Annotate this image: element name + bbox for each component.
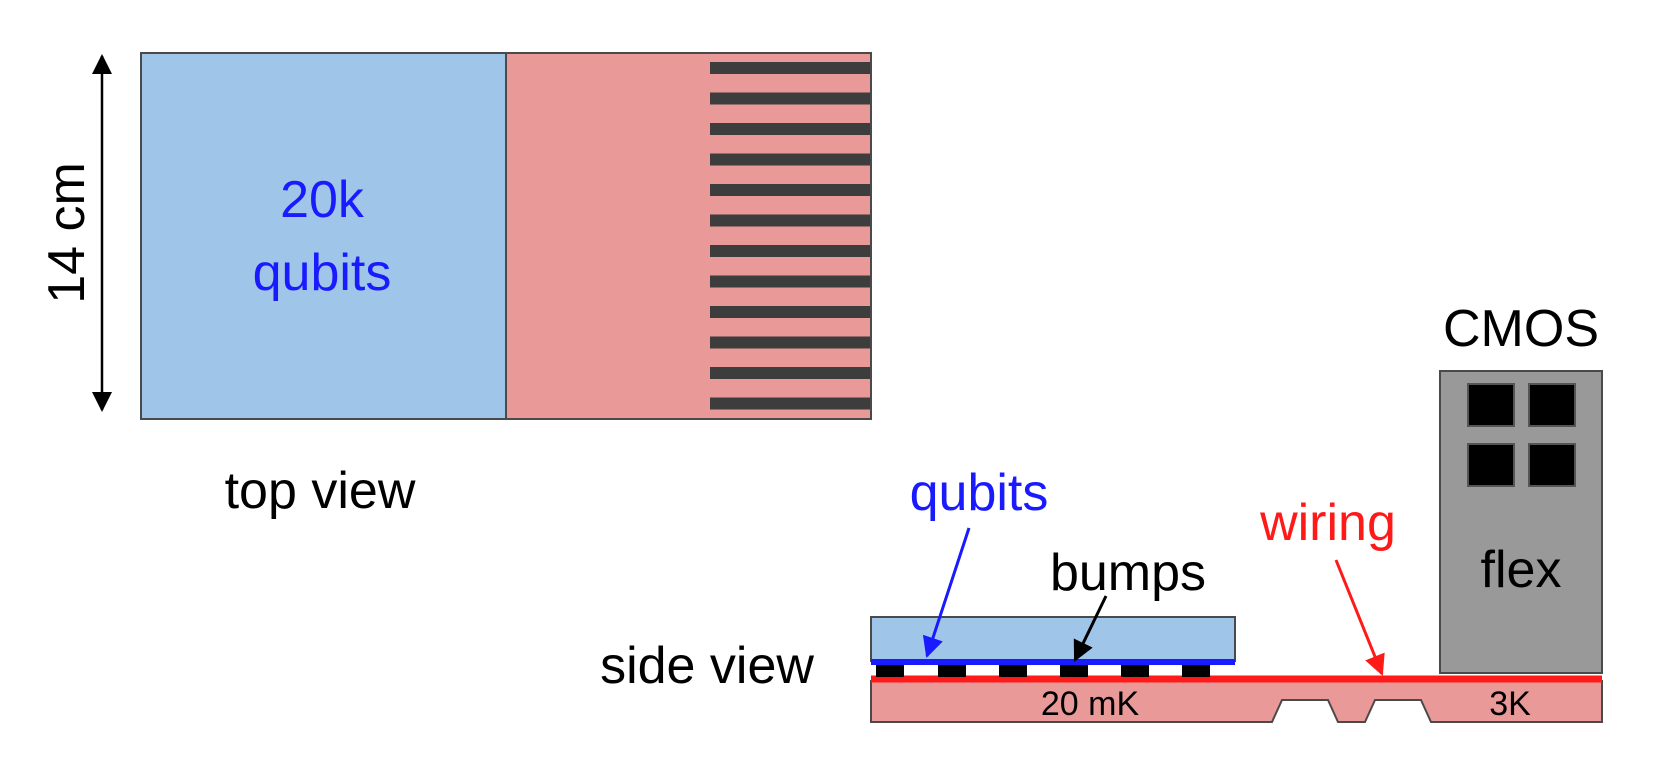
top-view-outline <box>140 52 872 420</box>
wiring-stripe <box>710 275 871 288</box>
substrate-layer-fill <box>870 680 1603 723</box>
wiring-stripe <box>710 245 871 257</box>
bump <box>876 664 904 677</box>
qubits-label: qubits <box>910 464 1049 522</box>
qubit-chip <box>870 616 1236 662</box>
wiring-stripe <box>710 336 871 349</box>
cmos-label: CMOS <box>1443 300 1599 358</box>
bumps-row <box>876 664 1210 677</box>
flex-label: flex <box>1481 541 1562 599</box>
qubit-count-line2: qubits <box>253 244 392 302</box>
top-view: 14 cm 20k qubits top view <box>38 52 872 520</box>
wiring-stripes <box>710 62 871 410</box>
top-view-caption: top view <box>225 462 416 520</box>
bump <box>1121 664 1149 677</box>
wiring-stripe <box>710 306 871 318</box>
wiring-stripe <box>710 397 871 410</box>
side-view-caption: side view <box>600 637 814 695</box>
wiring-stripe <box>710 184 871 196</box>
cmos-die-1 <box>1467 383 1515 427</box>
bumps-pointer-arrow <box>1073 595 1108 662</box>
dimension-label: 14 cm <box>38 162 96 304</box>
wiring-stripe <box>710 153 871 166</box>
wiring-stripe <box>710 214 871 227</box>
qubits-pointer-arrow <box>922 527 971 658</box>
wiring-pointer-arrow <box>1334 559 1385 676</box>
bumps-label: bumps <box>1050 544 1206 602</box>
qubit-count-line1: 20k <box>280 171 365 229</box>
wiring-stripe <box>710 92 871 105</box>
bump <box>1060 664 1088 677</box>
wiring-stripe <box>710 62 871 74</box>
cold-stage-label: 20 mK <box>1041 685 1140 723</box>
cmos-die-2 <box>1528 383 1576 427</box>
cmos-chip <box>1439 370 1603 674</box>
cmos-die-4 <box>1528 443 1576 487</box>
wiring-region <box>505 52 872 420</box>
cmos-die-3 <box>1467 443 1515 487</box>
wiring-stripe <box>710 367 871 379</box>
bump <box>1182 664 1210 677</box>
bump <box>938 664 966 677</box>
qubit-region <box>140 52 507 420</box>
wiring-label: wiring <box>1259 494 1396 552</box>
side-view: side view 20 mK 3K flex CMOS qubits bump… <box>600 300 1603 723</box>
bump <box>999 664 1027 677</box>
wiring-stripe <box>710 123 871 135</box>
warm-stage-label: 3K <box>1489 685 1531 723</box>
